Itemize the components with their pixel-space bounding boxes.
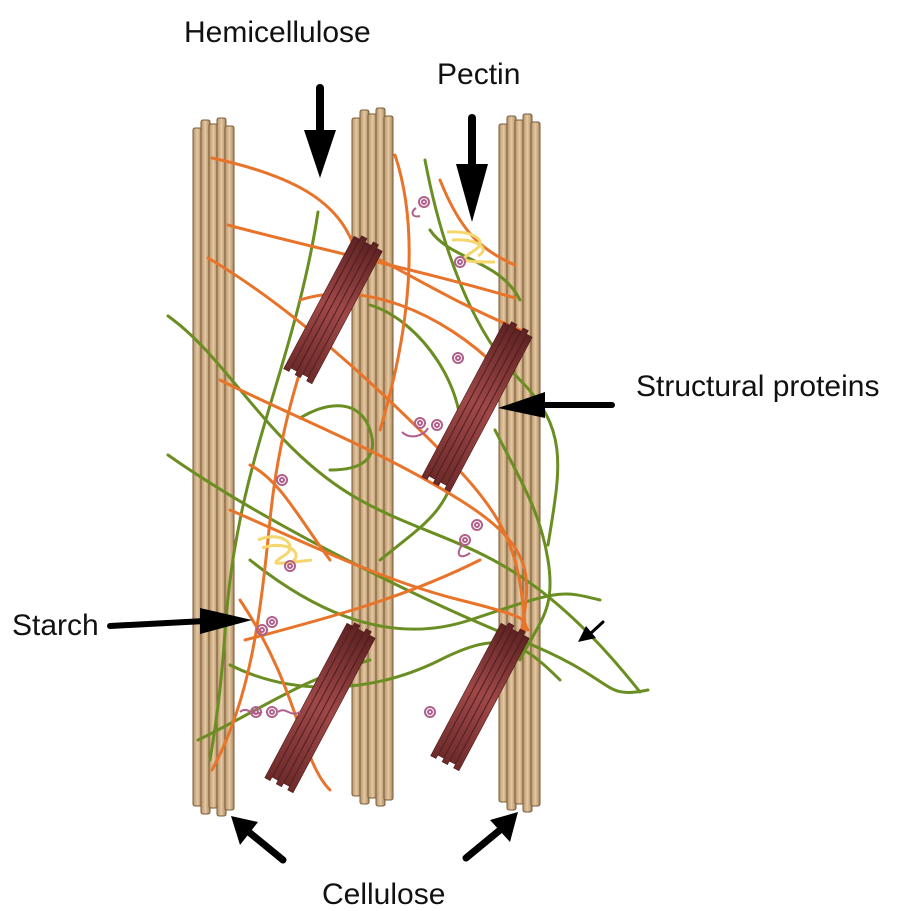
starch-coil [432, 420, 442, 430]
starch-coil [455, 257, 465, 267]
starch-coil [453, 353, 463, 363]
hemicellulose-label: Hemicellulose [184, 18, 371, 48]
cellulose-fiber [225, 126, 234, 810]
starch-coil [460, 535, 470, 545]
starch-coil [472, 520, 482, 530]
cellulose-bundle-left [193, 118, 234, 816]
cellulose-fiber [531, 122, 540, 806]
starch-coil [267, 707, 277, 717]
cellulose-bundle-middle [352, 108, 393, 806]
cellulose-bundle-right [499, 114, 540, 812]
hemicellulose-arrow [304, 88, 336, 178]
starch-coil [415, 418, 425, 428]
cellulose-arrow-right [466, 812, 518, 858]
starch-coil [267, 617, 277, 627]
pectin-label: Pectin [437, 60, 520, 90]
pectin-arrow [456, 118, 488, 222]
structural-proteins-label: Structural proteins [636, 372, 879, 402]
starch-coil [277, 475, 287, 485]
starch-label: Starch [12, 611, 99, 641]
starch-coil [425, 707, 435, 717]
cellulose-label: Cellulose [322, 880, 445, 910]
cellulose-arrow-left [231, 816, 283, 860]
starch-coil [419, 197, 429, 207]
